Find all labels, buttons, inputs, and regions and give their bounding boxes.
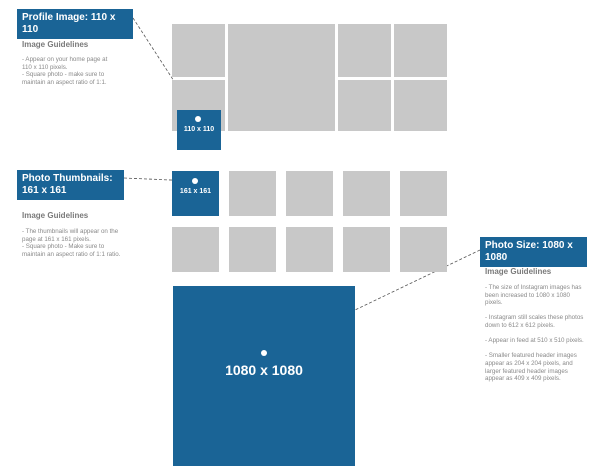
photo-box-label: 1080 x 1080 [225,362,303,378]
profile-grid-large-cell [228,24,335,131]
profile-grid-cell [394,80,447,131]
photo-size-box [173,286,355,466]
thumbnails-guideline-line: page at 161 x 161 pixels. [22,235,91,243]
profile-guideline-line: maintain an aspect ratio of 1:1. [22,78,107,86]
thumbnail-marker-dot [192,178,198,184]
thumbnail-box-label: 161 x 161 [179,188,212,195]
profile-guidelines-heading: Image Guidelines [22,40,89,49]
photo-guideline-line: appear as 409 x 409 pixels. [485,375,561,383]
thumbnail-cell [229,227,276,272]
photo-guideline-line: pixels. [485,299,503,307]
thumbnail-cell [400,171,447,216]
thumbnail-cell [400,227,447,272]
thumbnails-guideline-line: - The thumbnails will appear on the [22,228,119,235]
thumbnails-guidelines-heading: Image Guidelines [22,211,89,220]
photo-guideline-line: been increased to 1080 x 1080 [485,291,570,299]
thumbnail-cell [343,171,390,216]
photo-guideline-line: - Instagram still scales these photos [485,314,584,322]
profile-guidelines-list: - Appear on your home page at 110 x 110 … [22,56,107,86]
thumbnail-cell [229,171,276,216]
photo-guideline-line: - Appear in feed at 510 x 510 pixels. [485,337,584,345]
profile-guideline-line: 110 x 110 pixels. [22,63,68,71]
photo-guideline-spacer [485,345,584,353]
profile-grid-cell [172,24,225,77]
thumbnail-cell [286,171,333,216]
profile-box-label: 110 x 110 [183,126,215,133]
photo-connector [354,249,481,311]
thumbnails-guideline-line: - Square photo - Make sure to [22,243,105,251]
photo-guideline-spacer [485,307,584,315]
photo-marker-dot [261,350,267,356]
thumbnail-cell [343,227,390,272]
thumbnail-cell [172,227,219,272]
photo-guideline-spacer [485,330,584,338]
thumbnails-tag-line: 161 x 161 [22,185,67,196]
photo-guideline-line: appear as 204 x 204 pixels, and [485,359,573,367]
photo-guideline-line: larger featured header images [485,367,568,375]
thumbnail-cell [286,227,333,272]
profile-grid-cell [338,24,391,77]
thumbnails-tag: Photo Thumbnails: 161 x 161 [17,170,124,200]
thumbnails-guidelines-list: - The thumbnails will appear on the page… [22,228,120,258]
photo-guideline-line: down to 612 x 612 pixels. [485,321,555,329]
photo-guideline-line: - Smaller featured header images [485,352,577,360]
profile-marker-dot [195,116,201,122]
profile-tag: Profile Image: 110 x 110 [17,9,133,39]
profile-guideline-line: - Square photo - make sure to [22,71,105,79]
profile-grid-cell [394,24,447,77]
photo-guidelines-list: - The size of Instagram images has been … [485,284,584,383]
profile-guideline-line: - Appear on your home page at [22,56,108,63]
photo-guidelines-heading: Image Guidelines [485,267,552,276]
thumbnail-connector [123,177,195,182]
photo-guideline-line: - The size of Instagram images has [485,284,582,291]
photo-size-tag: Photo Size: 1080 x 1080 [480,237,587,267]
thumbnails-guideline-line: maintain an aspect ratio of 1:1 ratio. [22,250,121,258]
profile-grid-cell [338,80,391,131]
thumbnails-tag-line: Photo Thumbnails: [22,173,113,184]
